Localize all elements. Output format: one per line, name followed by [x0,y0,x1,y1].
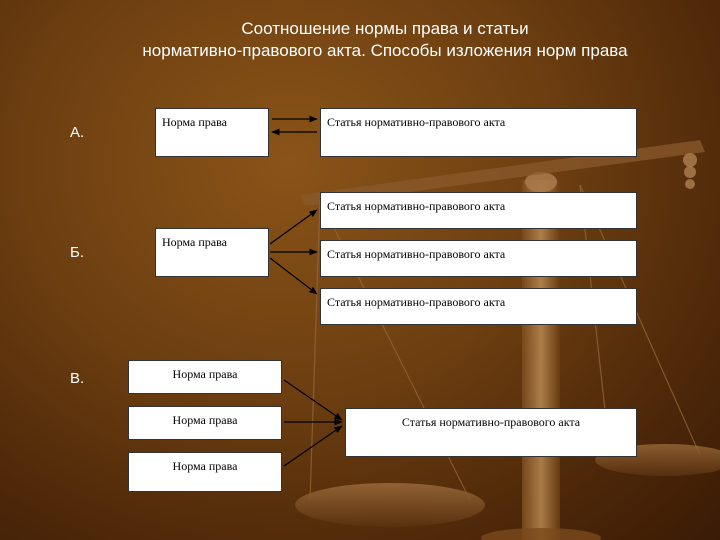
slide-title: Соотношение нормы права и статьи нормати… [60,18,710,62]
section-v-article-box: Статья нормативно-правового акта [345,408,637,457]
arrow-v-bottom [283,425,343,467]
section-a-norm-box: Норма права [155,108,269,157]
section-a-article-box: Статья нормативно-правового акта [320,108,637,157]
title-line-1: Соотношение нормы права и статьи [241,19,529,38]
section-b-article-box-1: Статья нормативно-правового акта [320,192,637,229]
section-b-norm-box: Норма права [155,228,269,277]
section-v-norm-box-1: Норма права [128,360,282,394]
arrow-b-top [269,209,318,245]
title-line-2: нормативно-правового акта. Способы излож… [142,41,628,60]
section-b-article-box-3: Статья нормативно-правового акта [320,288,637,325]
section-v-norm-box-3: Норма права [128,452,282,492]
arrow-b-bottom [269,257,318,295]
section-b-label: Б. [70,244,85,261]
section-v-label: В. [70,370,85,387]
section-a-label: А. [70,124,85,141]
section-b-article-box-2: Статья нормативно-правового акта [320,240,637,277]
section-v-norm-box-2: Норма права [128,406,282,440]
arrow-v-top [283,379,343,421]
